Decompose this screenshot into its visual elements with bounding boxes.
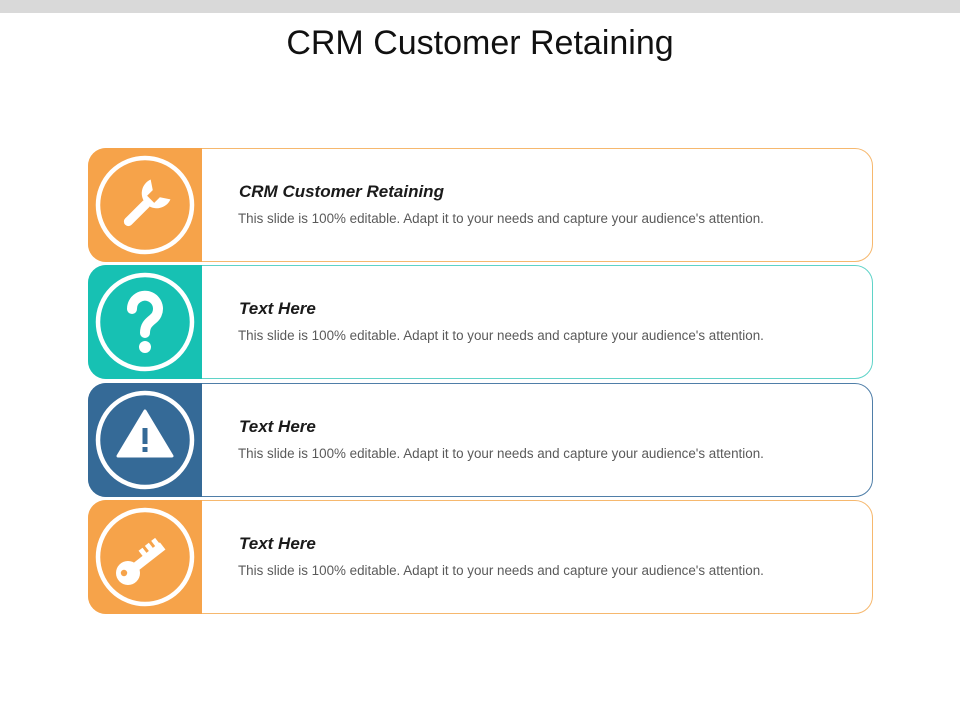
icon-block bbox=[88, 148, 202, 262]
item-card bbox=[88, 148, 873, 262]
icon-block bbox=[88, 500, 202, 614]
list-item: Text Here This slide is 100% editable. A… bbox=[88, 265, 873, 379]
top-strip bbox=[0, 0, 960, 13]
list-item: Text Here This slide is 100% editable. A… bbox=[88, 500, 873, 614]
item-heading: CRM Customer Retaining bbox=[239, 182, 444, 201]
warning-icon bbox=[95, 390, 195, 490]
icon-block bbox=[88, 383, 202, 497]
item-heading: Text Here bbox=[239, 534, 316, 553]
list-item: Text Here This slide is 100% editable. A… bbox=[88, 383, 873, 497]
wrench-icon bbox=[95, 155, 195, 255]
key-icon bbox=[95, 507, 195, 607]
item-description: This slide is 100% editable. Adapt it to… bbox=[238, 328, 764, 343]
slide-title: CRM Customer Retaining bbox=[286, 24, 674, 62]
item-card bbox=[88, 383, 873, 497]
question-mark-icon bbox=[95, 272, 195, 372]
icon-block bbox=[88, 265, 202, 379]
list-item: CRM Customer Retaining This slide is 100… bbox=[88, 148, 873, 262]
item-heading: Text Here bbox=[239, 417, 316, 436]
item-description: This slide is 100% editable. Adapt it to… bbox=[238, 211, 764, 226]
item-description: This slide is 100% editable. Adapt it to… bbox=[238, 563, 764, 578]
item-card bbox=[88, 500, 873, 614]
item-description: This slide is 100% editable. Adapt it to… bbox=[238, 446, 764, 461]
item-heading: Text Here bbox=[239, 299, 316, 318]
item-card bbox=[88, 265, 873, 379]
